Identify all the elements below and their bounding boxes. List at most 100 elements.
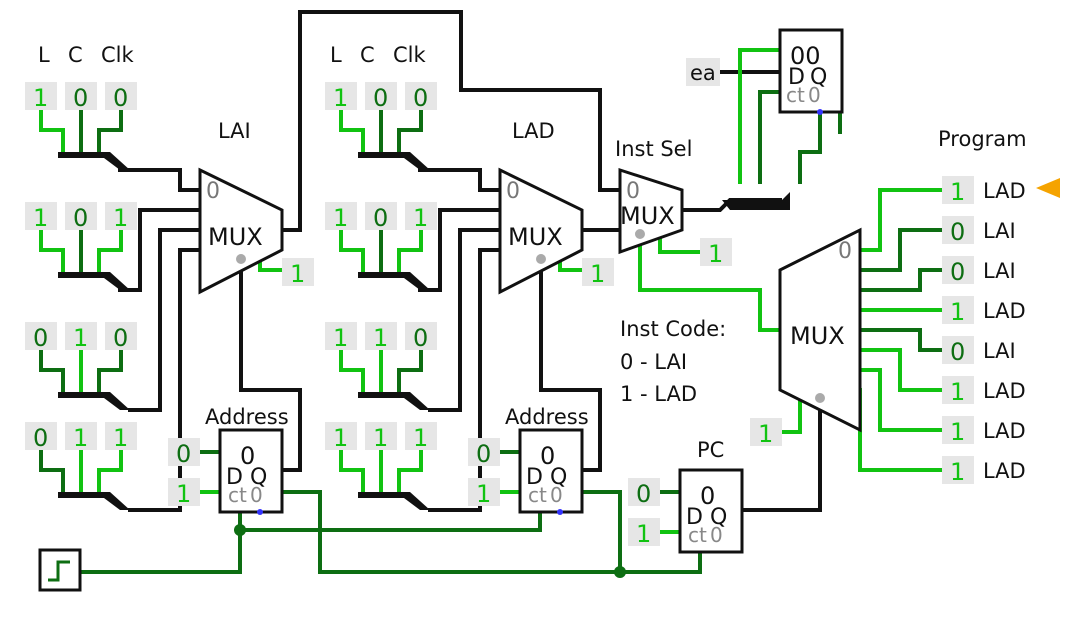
pc-in1[interactable]: 1 [636,520,651,548]
register-value: 0 [540,442,555,470]
bit-toggle[interactable]: 1 [333,324,348,352]
bit-toggle[interactable]: 1 [73,324,88,352]
label-clk-left: Clk [101,43,134,67]
register-q: Q [550,465,567,490]
program-bit[interactable]: 1 [950,458,965,486]
clock-source[interactable] [38,524,626,592]
right-input-rows: 1 0 0 1 0 1 1 1 0 1 1 [325,82,437,510]
register-d: D [526,465,543,490]
program-label: LAD [983,179,1026,203]
bit-toggle[interactable]: 0 [73,204,88,232]
left-row-4: 0 1 1 [25,422,137,510]
register-d: D [686,505,703,530]
address-right-title: Address [505,405,589,429]
inst-sel-select-value[interactable]: 1 [708,240,723,268]
bit-toggle[interactable]: 1 [333,204,348,232]
address-right-in0[interactable]: 0 [476,440,491,468]
bit-toggle[interactable]: 0 [113,324,128,352]
bit-toggle[interactable]: 0 [73,84,88,112]
mux-label: MUX [620,202,675,230]
right-controls: L C Clk LAD [330,43,555,143]
address-left-register: Address 0 D Q ct 0 0 1 [168,405,289,515]
register-ct0: 0 [550,483,563,507]
bit-toggle[interactable]: 0 [413,84,428,112]
mux-sel0-label: 0 [506,179,520,204]
register-d: D [226,465,243,490]
splitter [358,492,430,510]
register-ct: ct [528,483,547,507]
current-instruction-marker-icon [1036,178,1060,198]
pc-in0[interactable]: 0 [636,480,651,508]
bit-toggle[interactable]: 1 [373,424,388,452]
address-left-title: Address [205,405,289,429]
register-value: 0 [240,442,255,470]
address-left-in0[interactable]: 0 [176,440,191,468]
mux-label: MUX [208,223,263,251]
program-label: LAD [983,459,1026,483]
inst-code-line: 0 - LAI [620,350,687,374]
bit-toggle[interactable]: 0 [373,84,388,112]
program-mux-select-value[interactable]: 1 [758,420,773,448]
program-label: LAI [983,259,1016,283]
inst-sel-mux: Inst Sel MUX 0 1 [615,137,790,268]
bit-toggle[interactable]: 0 [413,324,428,352]
bit-toggle[interactable]: 0 [373,204,388,232]
bit-toggle[interactable]: 1 [333,84,348,112]
bit-toggle[interactable]: 1 [413,424,428,452]
program-bit[interactable]: 0 [950,258,965,286]
program-bit[interactable]: 1 [950,418,965,446]
label-c-right: C [360,43,375,67]
address-right-in1[interactable]: 1 [476,480,491,508]
splitter [58,392,130,410]
bit-toggle[interactable]: 1 [413,204,428,232]
splitter [358,392,430,410]
inst-code-title: Inst Code: [620,317,726,341]
mux-sel0-label: 0 [206,179,220,204]
program-bit[interactable]: 1 [950,378,965,406]
mux-sel0-label: 0 [838,239,852,264]
bit-toggle[interactable]: 0 [113,84,128,112]
lai-mux: MUX 0 1 [198,167,314,295]
register-value: 0 [700,482,715,510]
label-c-left: C [68,43,83,67]
left-row-3: 0 1 0 [25,322,137,410]
left-row-1: 1 0 0 [25,82,137,170]
inst-sel-title: Inst Sel [615,137,692,161]
bit-toggle[interactable]: 1 [373,324,388,352]
bit-toggle[interactable]: 1 [33,204,48,232]
top-register: ea 00 D Q ct 0 [686,28,844,115]
program-bit[interactable]: 0 [950,218,965,246]
program-bit[interactable]: 0 [950,338,965,366]
bit-toggle[interactable]: 1 [113,424,128,452]
bit-toggle[interactable]: 1 [333,424,348,452]
label-l-right: L [330,43,342,67]
inst-code-line: 1 - LAD [620,382,697,406]
splitter [358,272,430,290]
splitter [358,152,430,170]
bit-toggle[interactable]: 0 [33,324,48,352]
lai-mux-select-value[interactable]: 1 [290,260,305,288]
program-label: LAD [983,379,1026,403]
lad-mux-select-value[interactable]: 1 [590,260,605,288]
splitter [58,152,130,170]
bit-toggle[interactable]: 0 [33,424,48,452]
register-ct: ct [228,483,247,507]
left-controls: L C Clk LAI [38,43,251,143]
lai-title: LAI [218,119,251,143]
left-input-rows: 1 0 0 1 0 1 0 1 0 0 1 [25,82,137,510]
program-bit[interactable]: 1 [950,298,965,326]
program-list: Program 1 LAD 0 LAI 0 LAI 1 LAD 0 LAI 1 … [938,127,1060,486]
register-q: Q [250,465,267,490]
bit-toggle[interactable]: 1 [33,84,48,112]
bit-toggle[interactable]: 1 [113,204,128,232]
bit-toggle[interactable]: 1 [73,424,88,452]
mux-sel0-label: 0 [626,179,640,204]
ea-label: ea [690,61,716,85]
register-d: D [788,65,805,90]
program-label: LAI [983,219,1016,243]
lad-mux: MUX 0 1 [498,167,614,295]
pc-register: PC 0 D Q ct 0 0 1 [628,438,744,554]
program-bit[interactable]: 1 [950,178,965,206]
address-left-in1[interactable]: 1 [176,480,191,508]
program-label: LAI [983,339,1016,363]
